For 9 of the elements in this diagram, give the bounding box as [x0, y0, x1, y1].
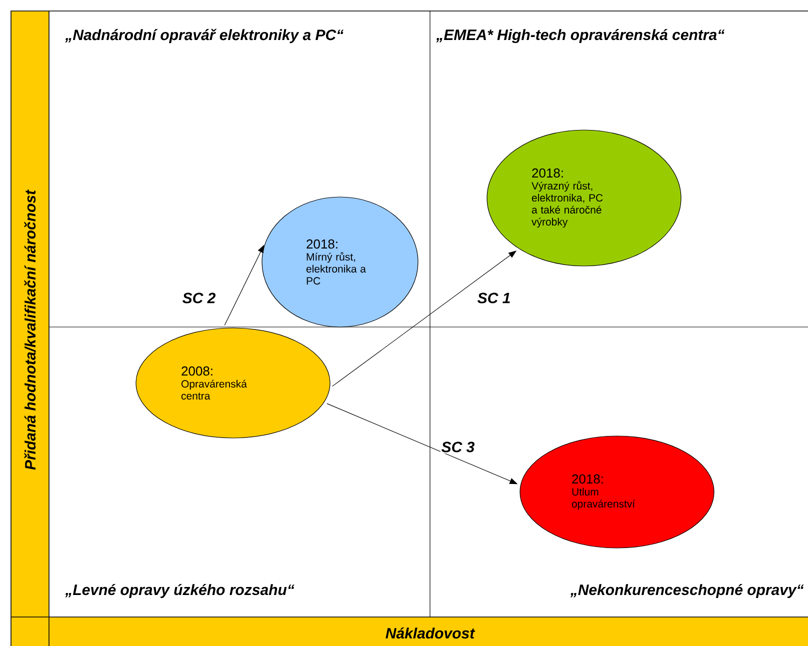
quadrant-title: „Nekonkurenceschopné opravy“ — [570, 584, 804, 598]
axis-label: Přidaná hodnota/kvalifikační náročnost — [24, 189, 36, 470]
quadrant-title: „EMEA* High-tech opravárenská centra“ — [436, 28, 725, 44]
quadrant-title: „Levné opravy úzkého rozsahu“ — [65, 584, 294, 598]
edge-label: SC 2 — [181, 292, 217, 304]
axis-label: Nákladovost — [386, 627, 476, 639]
edge-label: SC 3 — [440, 440, 476, 454]
edge-label: SC 1 — [476, 292, 512, 304]
quadrant-title: „Nadnárodní opravář elektroniky a PC“ — [65, 28, 344, 44]
